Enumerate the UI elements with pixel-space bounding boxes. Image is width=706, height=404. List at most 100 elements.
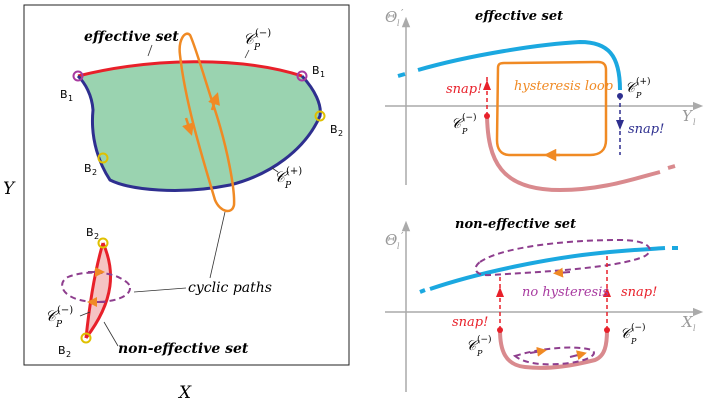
- top-cp-minus-label: 𝒞 (−) P: [451, 112, 477, 136]
- b2-right-label: B 2: [330, 123, 343, 138]
- svg-text:B: B: [60, 88, 68, 101]
- effective-set-bottom-boundary: [76, 74, 322, 192]
- svg-text:2: 2: [338, 129, 343, 138]
- bottom-title: non-effective set: [455, 217, 576, 232]
- small-b2-bottom-label: B 2: [58, 344, 71, 359]
- svg-text:(+): (+): [636, 76, 651, 87]
- b1-right-point: [296, 70, 308, 82]
- non-effective-set-region: [86, 243, 111, 338]
- svg-text:Θ: Θ: [385, 231, 397, 249]
- top-snap-right-label: snap!: [628, 122, 664, 137]
- svg-text:P: P: [55, 320, 63, 330]
- top-y-axis-label: Θ l ′: [385, 7, 404, 28]
- b1-left-label: B 1: [60, 88, 73, 103]
- orange-arrow-up: [182, 117, 194, 136]
- bottom-snap-right-label: snap!: [621, 285, 657, 300]
- bottom-lower-dashed-loop: [512, 346, 595, 366]
- svg-text:2: 2: [92, 168, 97, 177]
- left-panel: effective set 𝒞 (−) P B 1 B 1 B 2 B 2 𝒞 …: [3, 4, 350, 403]
- svg-text:′: ′: [401, 230, 404, 243]
- svg-text:′: ′: [401, 7, 404, 20]
- small-cp-leader: [79, 311, 91, 317]
- effective-set-top-boundary: [77, 60, 303, 78]
- svg-text:P: P: [476, 349, 483, 358]
- svg-text:P: P: [461, 127, 468, 136]
- hysteresis-loop: [495, 60, 608, 157]
- svg-text:(−): (−): [462, 112, 477, 123]
- svg-text:2: 2: [66, 350, 71, 359]
- cyclic-paths-leader-bottom: [133, 287, 187, 293]
- bottom-cp-right-label: 𝒞 (−) P: [620, 322, 646, 346]
- top-cp-plus-label: 𝒞 (+) P: [625, 76, 651, 100]
- svg-text:P: P: [253, 43, 261, 53]
- purple-dashed-cyclic-path: [61, 271, 131, 303]
- svg-text:P: P: [284, 181, 292, 191]
- x-axis-label: X: [177, 383, 192, 403]
- top-upper-branch-dash: [397, 72, 406, 78]
- svg-text:B: B: [84, 162, 92, 175]
- non-effective-set-label: non-effective set: [118, 341, 249, 357]
- small-cp-minus-label: 𝒞 (−) P: [45, 305, 73, 330]
- svg-text:P: P: [630, 337, 637, 346]
- small-b2-top-point: [97, 237, 109, 249]
- cyclic-paths-label: cyclic paths: [188, 280, 272, 296]
- svg-text:l: l: [397, 242, 400, 251]
- left-panel-frame: [23, 4, 350, 366]
- svg-text:B: B: [58, 344, 66, 357]
- b2-left-point: [97, 152, 109, 164]
- effective-set-leader: [147, 44, 153, 57]
- non-effective-set-leader: [103, 321, 119, 347]
- effective-set-label: effective set: [84, 29, 179, 45]
- effective-set-region: [78, 61, 321, 191]
- hysteresis-loop-label: hysteresis loop: [514, 79, 614, 94]
- svg-text:1: 1: [320, 70, 325, 79]
- svg-text:1: 1: [68, 94, 73, 103]
- svg-text:(+): (+): [286, 166, 302, 177]
- bottom-cp-left-point: [497, 327, 503, 333]
- cyclic-paths-leader-top: [209, 211, 226, 279]
- top-lower-branch: [485, 115, 661, 193]
- bottom-snap-left-label: snap!: [452, 315, 488, 330]
- top-cp-minus-point: [484, 113, 490, 119]
- svg-text:(−): (−): [255, 28, 271, 39]
- bottom-lower-loop-arrow-left: [569, 350, 587, 361]
- top-x-axis-label: Y l: [682, 107, 696, 127]
- top-snap-right-arrow: [616, 120, 624, 130]
- bottom-lower-loop-arrow-right: [529, 346, 547, 357]
- svg-text:X: X: [681, 313, 694, 331]
- bottom-upper-loop-arrow: [553, 267, 571, 278]
- bottom-snap-right-arrow: [603, 287, 611, 297]
- bottom-lower-branch: [498, 329, 609, 370]
- svg-text:(−): (−): [631, 322, 646, 333]
- bottom-upper-branch: [429, 246, 666, 291]
- b1-left-point: [72, 70, 84, 82]
- non-effective-set-left-boundary: [84, 242, 105, 339]
- svg-text:B: B: [330, 123, 338, 136]
- cp-minus-top-leader: [244, 49, 250, 59]
- top-snap-left-arrow: [483, 80, 491, 90]
- svg-text:l: l: [693, 324, 696, 333]
- cp-minus-top-label: 𝒞 (−) P: [243, 28, 271, 53]
- svg-text:B: B: [86, 226, 94, 239]
- top-lower-branch-dash: [667, 164, 676, 170]
- b2-left-label: B 2: [84, 162, 97, 177]
- svg-text:Y: Y: [682, 107, 694, 125]
- top-snap-left-label: snap!: [446, 82, 482, 97]
- svg-text:(−): (−): [477, 334, 492, 345]
- b2-right-point: [314, 110, 326, 122]
- top-right-plot: Θ l ′ Y l effective set hysteresis loop …: [385, 7, 704, 193]
- bottom-cp-right-point: [604, 327, 610, 333]
- bottom-right-plot: Θ l ′ X l non-effective set no hysteresi…: [385, 217, 704, 392]
- b1-right-label: B 1: [312, 64, 325, 79]
- cp-plus-label: 𝒞 (+) P: [274, 166, 302, 191]
- small-b2-top-label: B 2: [86, 226, 99, 241]
- svg-text:Θ: Θ: [385, 8, 397, 26]
- orange-arrow-down: [208, 92, 220, 111]
- svg-text:B: B: [312, 64, 320, 77]
- non-effective-set-right-boundary: [84, 242, 113, 339]
- bottom-upper-branch-dash-left: [419, 288, 426, 294]
- bottom-y-axis-label: Θ l ′: [385, 230, 404, 251]
- bottom-x-axis-label: X l: [681, 313, 696, 333]
- svg-text:P: P: [635, 91, 642, 100]
